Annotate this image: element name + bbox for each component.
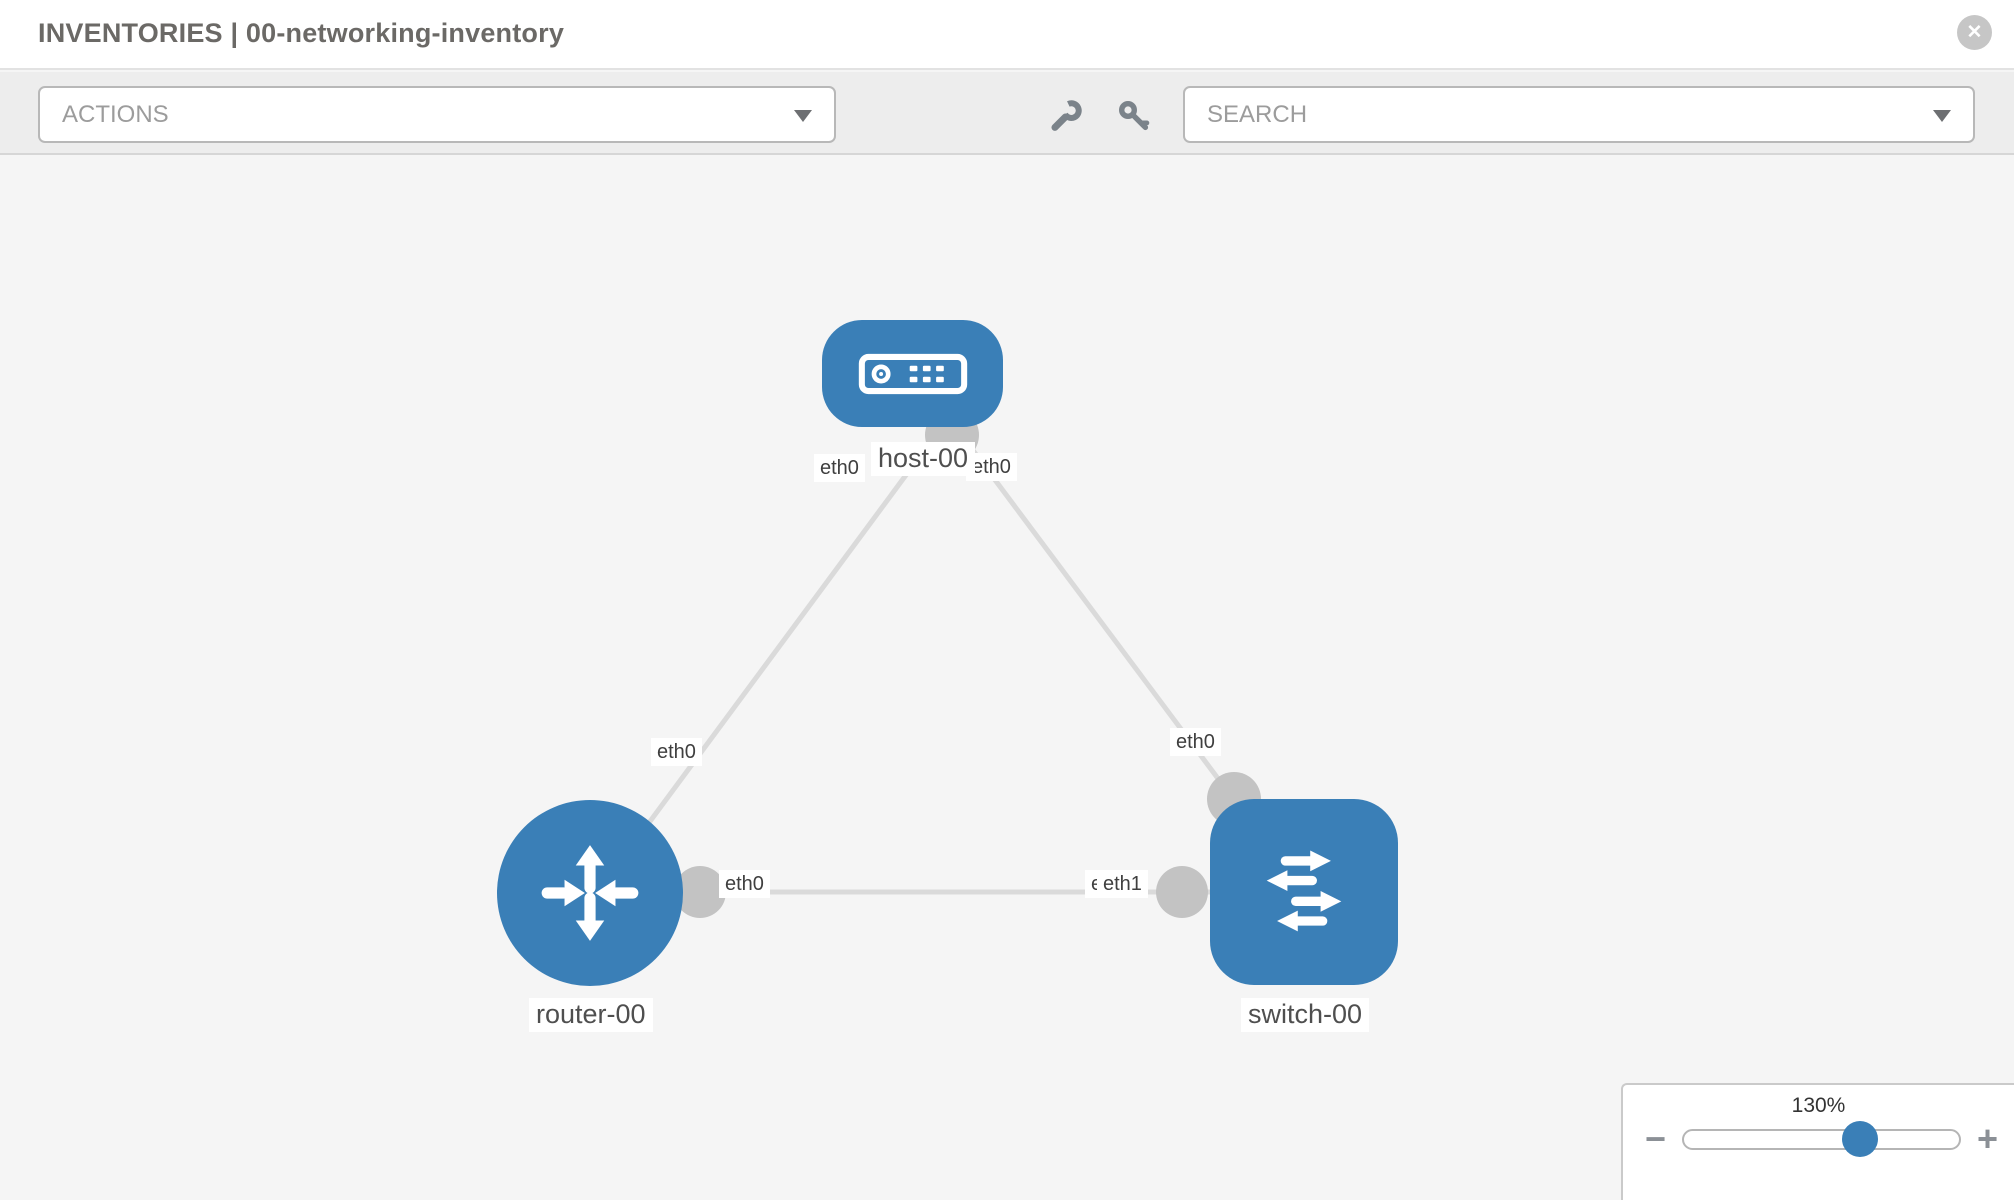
search-dropdown-label: SEARCH [1207, 100, 1308, 128]
interface-label-router-right: eth0 [719, 870, 770, 898]
interface-connector [1156, 866, 1208, 918]
search-dropdown[interactable]: SEARCH [1183, 86, 1975, 143]
close-icon: ✕ [1966, 22, 1983, 43]
interface-connector [674, 866, 726, 918]
interface-label-host-left: eth0 [814, 454, 865, 482]
node-host-00[interactable] [822, 320, 1003, 427]
actions-dropdown-label: ACTIONS [62, 100, 169, 128]
page-title: INVENTORIES | 00-networking-inventory [38, 18, 565, 48]
interface-label-switch-top: eth0 [1170, 728, 1221, 756]
zoom-slider-track[interactable] [1682, 1121, 1961, 1157]
interface-label-router-top: eth0 [651, 738, 702, 766]
interface-label-switch-left: eth1 [1097, 870, 1148, 898]
close-button[interactable]: ✕ [1957, 15, 1992, 50]
zoom-in-button[interactable]: + [1976, 1118, 1998, 1159]
key-icon[interactable] [1116, 98, 1152, 134]
node-router-00[interactable] [497, 800, 683, 986]
topology-canvas[interactable]: eth0 host-00 eth0 eth0 eth0 eth0 eth0 et… [0, 157, 2014, 1200]
router-icon [541, 845, 639, 941]
server-icon [858, 353, 967, 394]
zoom-widget: 130% − + [1621, 1083, 2014, 1200]
node-switch-00[interactable] [1210, 799, 1398, 985]
links-layer [590, 408, 1300, 918]
zoom-slider-handle[interactable] [1841, 1121, 1878, 1157]
chevron-down-icon [1933, 109, 1951, 122]
chevron-down-icon [794, 109, 812, 122]
wrench-icon[interactable] [1048, 98, 1084, 134]
toolbar: ACTIONS SEARCH [0, 72, 2014, 155]
zoom-out-button[interactable]: − [1645, 1118, 1667, 1159]
header: INVENTORIES | 00-networking-inventory ✕ [0, 0, 2014, 70]
switch-icon [1266, 850, 1342, 932]
node-label-router: router-00 [529, 998, 653, 1032]
link-host-router [597, 427, 943, 891]
node-label-host: host-00 [871, 442, 976, 476]
actions-dropdown[interactable]: ACTIONS [38, 86, 836, 143]
zoom-level: 130% [1791, 1094, 1846, 1117]
node-label-switch: switch-00 [1241, 998, 1370, 1032]
